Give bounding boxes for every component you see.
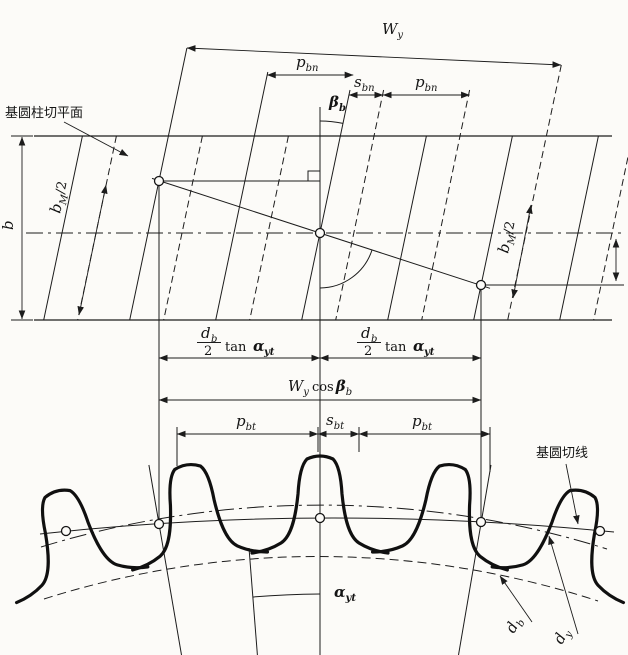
svg-text:α: α [413, 337, 425, 355]
svg-text:d: d [201, 324, 211, 342]
flank-line-dashed [593, 154, 628, 321]
flank-line-dashed [421, 89, 471, 321]
base-circle-arc [43, 556, 599, 602]
contact-circle [475, 279, 487, 291]
label-wy: Wy [382, 20, 403, 41]
label-db2tan-right: d b 2 tan α yt [357, 324, 435, 359]
label-dy: dy [550, 625, 576, 649]
contact-circle [153, 518, 165, 530]
radial-line-left [148, 464, 182, 655]
flank-line [387, 135, 427, 321]
radial-line-right [458, 464, 492, 655]
base-tangent-leader [565, 463, 580, 525]
tooth-profile [490, 471, 628, 605]
angle-arc-small [319, 249, 373, 289]
label-base-tangent: 基圆切线 [536, 446, 588, 461]
label-bm-left: bM/2 [46, 179, 73, 215]
label-pbn-left: pbn [296, 53, 318, 74]
measurement-circle-arc [40, 504, 608, 550]
label-pbn-right: pbn [415, 73, 437, 94]
flank-line [215, 71, 269, 321]
dy-leader [548, 535, 579, 635]
right-angle-mark [307, 170, 320, 181]
svg-text:α: α [253, 337, 265, 355]
contact-circle [475, 516, 487, 528]
top-dimensions: Wy pbn sbn pbn βb b 基圆柱切平面 bM/2 bM/2 [0, 20, 620, 321]
flank-line-center [301, 89, 351, 321]
flank-line [43, 135, 83, 321]
contact-circle [314, 512, 326, 524]
label-tangent-plane: 基圆柱切平面 [5, 106, 83, 121]
bottom-dimensions: pbt sbt pbt αyt 基圆切线 db dy [176, 411, 588, 649]
label-b: b [0, 220, 17, 230]
base-tangent-line [39, 517, 615, 535]
svg-text:tan: tan [225, 340, 247, 355]
beta-angle-arc [319, 120, 344, 124]
transverse-view [0, 454, 628, 655]
label-pbt-right: pbt [412, 412, 433, 433]
label-bm-right: bM/2 [494, 219, 521, 255]
contact-circle [314, 227, 326, 239]
svg-text:d: d [361, 324, 371, 342]
label-alpha-yt: αyt [334, 583, 356, 604]
svg-text:yt: yt [263, 347, 275, 358]
tangent-plane-view [26, 47, 628, 321]
contact-circle [594, 525, 606, 537]
svg-text:tan: tan [385, 340, 407, 355]
svg-text:b: b [371, 334, 377, 345]
contact-circle [60, 525, 72, 537]
svg-text:2: 2 [364, 344, 372, 359]
svg-text:b: b [211, 334, 217, 345]
label-db2tan-left: d b 2 tan α yt [197, 324, 275, 359]
alpha-angle-arc [252, 593, 321, 598]
flank-line-dashed [163, 135, 203, 321]
flank-line-dashed [249, 135, 289, 321]
tooth-profile [118, 454, 270, 572]
wy-dimension-line [186, 45, 562, 68]
flank-line [559, 135, 599, 321]
tooth-profile [370, 454, 522, 572]
bm-left-dimension-line [77, 184, 108, 316]
contact-points [60, 175, 606, 537]
label-sbn: sbn [354, 73, 375, 94]
svg-text:yt: yt [423, 347, 435, 358]
label-beta-b: βb [328, 93, 346, 114]
bm-right-dimension-line [511, 204, 533, 299]
label-sbt: sbt [326, 411, 345, 432]
tangent-plane-leader [63, 121, 129, 157]
svg-text:2: 2 [204, 344, 212, 359]
contact-circle [153, 175, 165, 187]
flank-line-dashed [335, 89, 385, 321]
alpha-angle-line [248, 547, 258, 655]
label-db: db [502, 613, 528, 637]
label-pbt-left: pbt [236, 412, 257, 433]
db-leader [499, 575, 533, 623]
